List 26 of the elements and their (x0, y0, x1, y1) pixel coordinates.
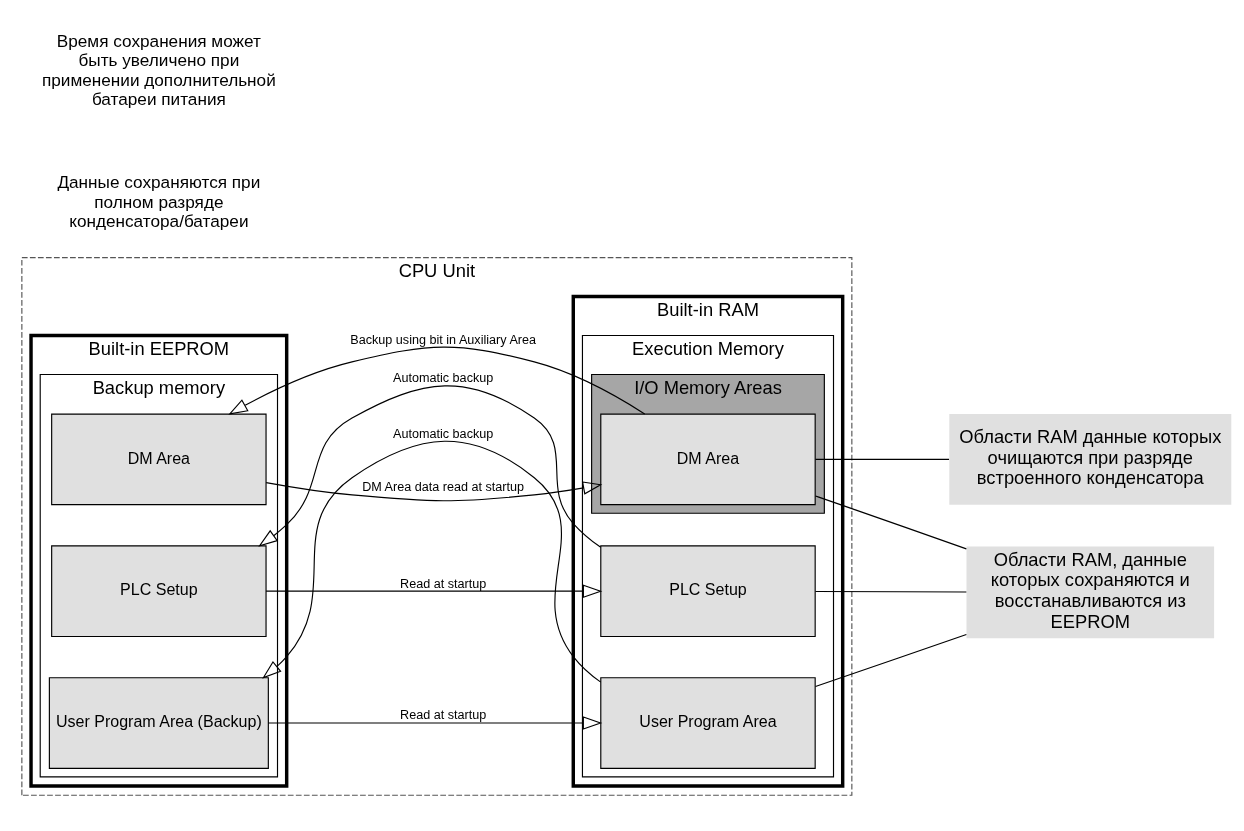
node-box: PLC Setup (51, 545, 267, 638)
node-box: Области RAM данные которых очищаются при разряде встроенного конденсатора (949, 414, 1232, 505)
arrow (258, 385, 602, 548)
label: Данные сохраняются при полном разряде конденсатора/батареи (57, 172, 261, 232)
connector (814, 590, 967, 593)
connector (814, 633, 967, 687)
arrow (262, 440, 602, 683)
edge-label: Read at startup (400, 576, 487, 591)
node-box: PLC Setup (600, 545, 816, 638)
node-box: DM Area (600, 413, 816, 506)
edge-label: DM Area data read at startup (362, 480, 525, 495)
node-box: Области RAM, данные которых сохраняются и восстанавливаются из EEPROM (966, 546, 1215, 639)
edge-label: Backup using bit in Auxiliary Area (350, 333, 537, 348)
label: Время сохранения может быть увеличено при применении дополнительной батареи питания (41, 30, 276, 110)
node-box: DM Area (51, 413, 267, 506)
arrow (228, 346, 646, 415)
edge-label: Automatic backup (393, 427, 494, 442)
arrow (265, 481, 603, 502)
edge-label: Read at startup (400, 708, 487, 723)
arrow (265, 584, 603, 598)
node-box: User Program Area (600, 677, 816, 769)
arrow (267, 716, 603, 730)
connector (814, 495, 967, 550)
node-box: User Program Area (Backup) (48, 677, 269, 769)
connector (814, 458, 950, 460)
edge-label: Automatic backup (393, 371, 494, 386)
